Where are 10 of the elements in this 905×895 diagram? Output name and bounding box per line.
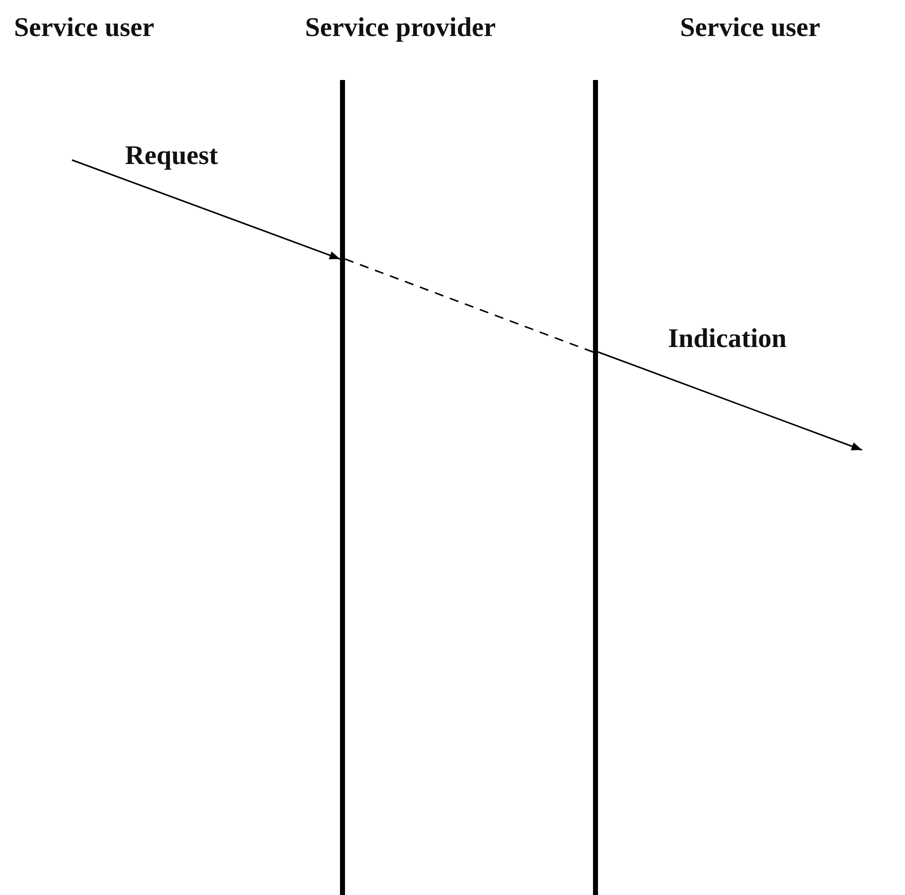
arrow xyxy=(72,159,340,260)
edge-label: Indication xyxy=(668,325,787,352)
arrow xyxy=(598,351,862,451)
lane-heading: Service provider xyxy=(305,14,496,41)
dashed-line xyxy=(344,258,594,353)
edge-label: Request xyxy=(125,142,218,169)
lifeline-bar xyxy=(340,80,345,895)
lane-heading: Service user xyxy=(680,14,820,41)
lane-heading: Service user xyxy=(14,14,154,41)
lifeline-bar xyxy=(593,80,598,895)
